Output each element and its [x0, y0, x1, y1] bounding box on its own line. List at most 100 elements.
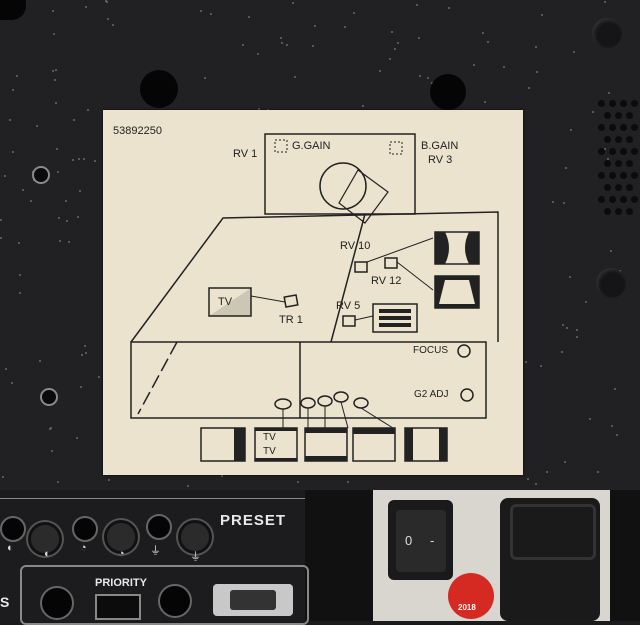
speck [86, 108, 89, 111]
speck [535, 483, 538, 486]
speck [604, 0, 607, 3]
speck [2, 475, 5, 478]
speck [85, 6, 88, 9]
grille-hole [604, 208, 611, 215]
speck [502, 66, 505, 69]
speck [256, 52, 259, 55]
speck [10, 382, 13, 385]
speck [610, 250, 613, 253]
grille-hole [615, 184, 622, 191]
iec-socket [510, 504, 596, 560]
speck [78, 189, 81, 192]
adjust-knob-3[interactable] [178, 520, 212, 554]
speck [0, 218, 3, 221]
speck [615, 434, 618, 437]
screw-top-right [592, 18, 622, 48]
speck [107, 18, 110, 21]
speck [541, 14, 544, 17]
grille-hole [631, 148, 638, 155]
grille-hole [598, 148, 605, 155]
priority-switch[interactable] [95, 594, 141, 620]
speck [76, 436, 79, 439]
bnc-jack-2[interactable] [158, 584, 192, 618]
speck [378, 69, 381, 72]
grille-hole [626, 160, 633, 167]
input-jack-1[interactable] [0, 516, 26, 542]
side-letter: S [0, 594, 10, 610]
input-jack-3[interactable] [146, 514, 172, 540]
speck [394, 48, 397, 51]
grille-hole [626, 136, 633, 143]
speck [248, 15, 251, 18]
speck [280, 36, 282, 39]
grille-hole [615, 112, 622, 119]
speck [204, 77, 207, 80]
grille-hole [615, 208, 622, 215]
mounting-hole-top-right [430, 74, 466, 110]
d-sub-pins [230, 590, 276, 610]
speck [30, 200, 33, 203]
speck [93, 159, 96, 162]
speck [8, 119, 11, 122]
contrast-icon-2: ◐ [44, 548, 51, 560]
speck [65, 220, 68, 223]
tint-icon: ⏚ [150, 545, 161, 557]
speck [76, 215, 79, 218]
grille-hole [598, 100, 605, 107]
speck [85, 351, 88, 354]
speck [22, 189, 25, 192]
tv-picto-top: TV [263, 432, 276, 443]
speck [534, 45, 537, 48]
priority-label: PRIORITY [95, 577, 147, 589]
adjust-knob-2[interactable] [104, 520, 138, 554]
speck [0, 236, 3, 239]
bnc-jack-1[interactable] [40, 586, 74, 620]
power-on-mark: 0 [405, 533, 413, 548]
screw-mid-right [596, 268, 626, 298]
grille-hole [631, 124, 638, 131]
grille-hole [604, 160, 611, 167]
speck [483, 101, 486, 104]
grille-hole [609, 196, 616, 203]
speck [4, 174, 7, 177]
speck [545, 470, 548, 473]
speck [528, 86, 531, 89]
preset-label: PRESET [220, 512, 287, 529]
speck [564, 460, 567, 463]
power-off-mark: - [430, 533, 435, 548]
grille-hole [620, 100, 627, 107]
tv-label: TV [218, 296, 233, 308]
speck [58, 217, 61, 220]
speck [539, 365, 542, 367]
speck [614, 388, 617, 391]
adjust-knob-1[interactable] [28, 522, 62, 556]
speck [50, 450, 53, 453]
speck [576, 335, 579, 338]
speck [566, 326, 569, 329]
speck [527, 478, 530, 481]
tr1-label: TR 1 [279, 314, 303, 326]
speck [312, 45, 315, 48]
speck [563, 202, 566, 205]
grille-hole [604, 112, 611, 119]
g-gain-label: G.GAIN [292, 140, 331, 152]
speck [104, 0, 107, 3]
grille-hole [626, 208, 633, 215]
speck [396, 41, 399, 44]
speck [607, 157, 610, 160]
strip-rule [0, 498, 305, 499]
speck [52, 10, 55, 13]
speck [416, 3, 419, 6]
power-switch-rocker[interactable] [396, 510, 446, 572]
speck [603, 147, 606, 150]
rv3-label: RV 3 [428, 154, 453, 166]
speck [561, 323, 564, 326]
speck [525, 361, 528, 364]
speck [187, 485, 190, 488]
speck [286, 43, 289, 46]
input-jack-2[interactable] [72, 516, 98, 542]
color-icon: ◔ [80, 542, 87, 554]
speck [82, 158, 85, 161]
speck [570, 128, 573, 131]
speck [15, 75, 18, 78]
